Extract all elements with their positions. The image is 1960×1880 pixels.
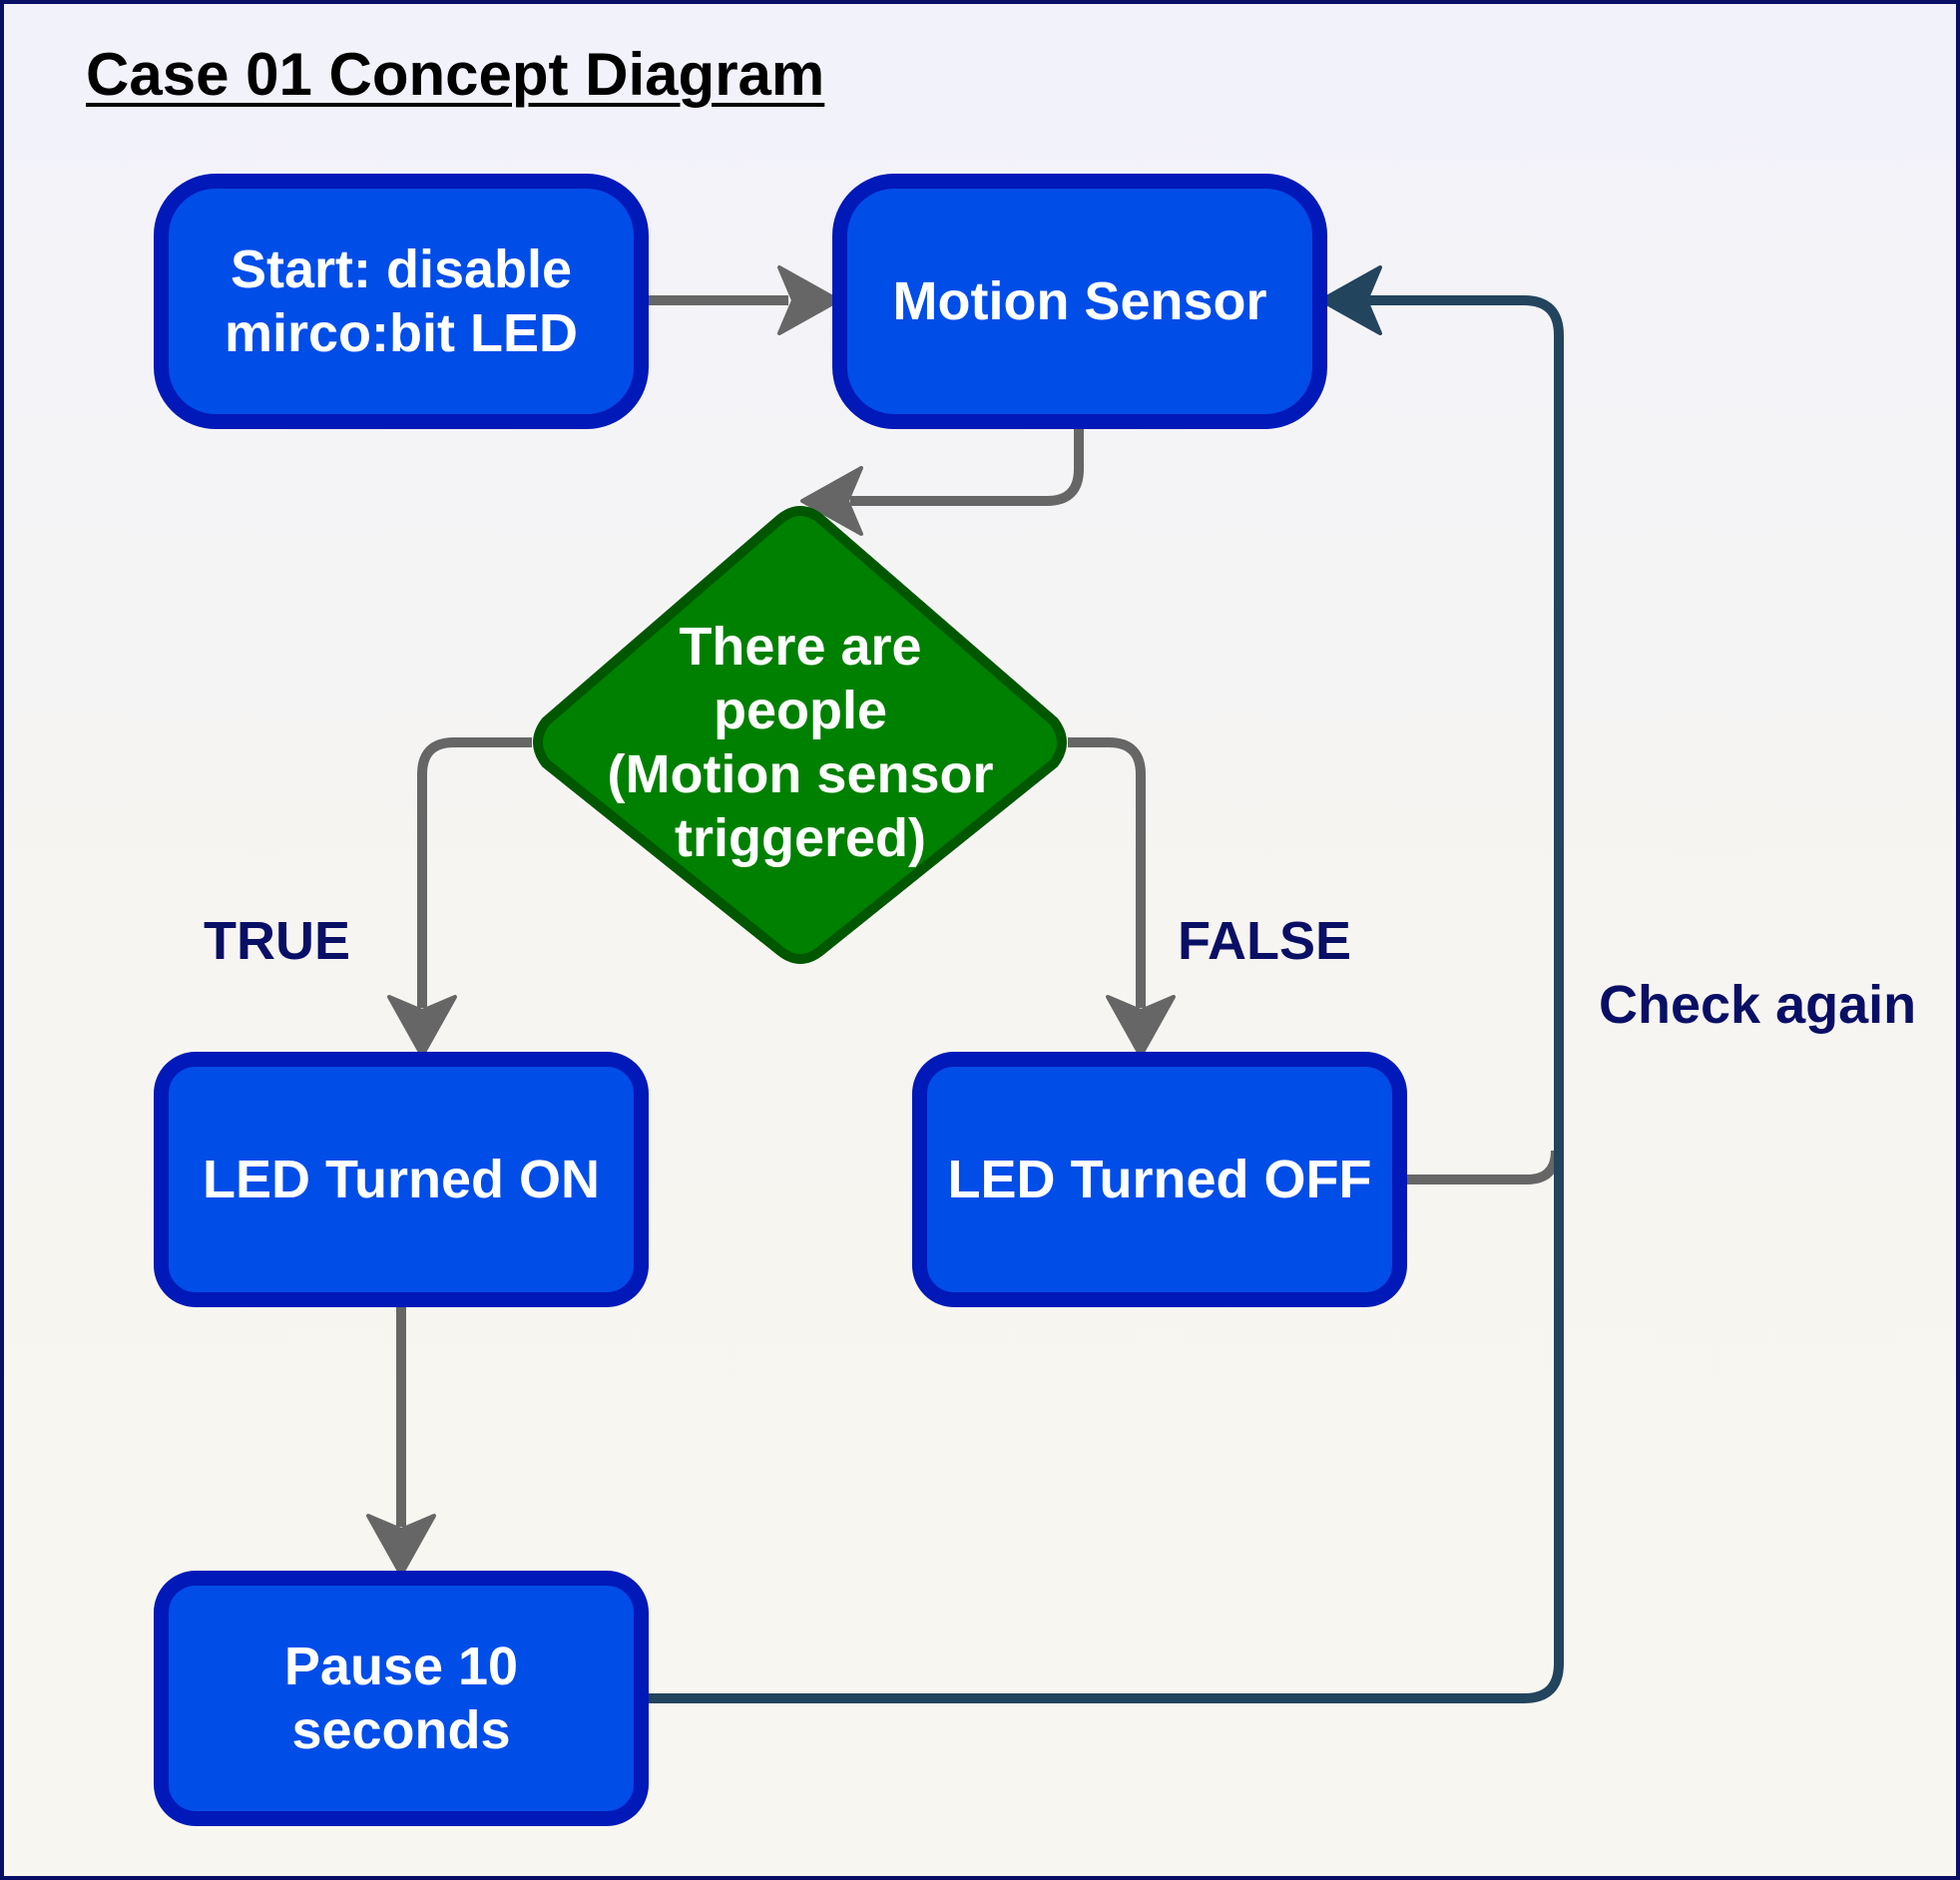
edge-pause-to-motion-sensor (643, 265, 1564, 1703)
false-label: FALSE (1178, 911, 1352, 971)
edge-motion-sensor-to-decision (800, 429, 1084, 536)
pause-node: Pause 10 seconds (154, 1571, 649, 1826)
diagram-title: Case 01 Concept Diagram (86, 41, 825, 108)
decision-diamond (533, 506, 1067, 964)
edge-decision-to-led-off (1068, 737, 1176, 1058)
edge-start-to-motion-sensor (647, 265, 840, 335)
decision-label: There are people (Motion sensor triggere… (607, 617, 994, 868)
edge-decision-to-led-on (387, 737, 532, 1058)
led-on-node: LED Turned ON (154, 1052, 649, 1307)
motion-sensor-node: Motion Sensor (832, 174, 1327, 429)
start-node: Start: disable mirco:bit LED (154, 174, 649, 429)
true-label: TRUE (204, 911, 350, 971)
check-again-label: Check again (1599, 975, 1917, 1035)
led-off-node: LED Turned OFF (912, 1052, 1407, 1307)
edge-led-on-to-pause (366, 1299, 436, 1577)
